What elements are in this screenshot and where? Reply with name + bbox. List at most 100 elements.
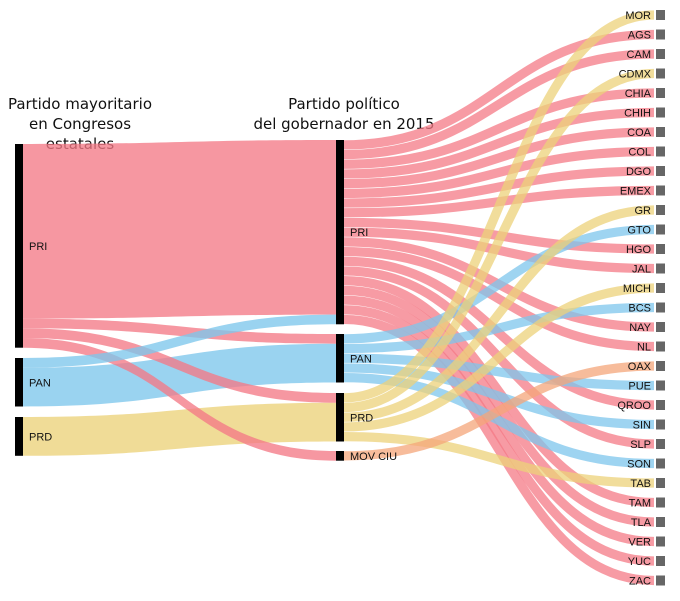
state-node-dgo: [656, 166, 665, 176]
state-node-ags: [656, 29, 665, 40]
state-node-nay: [656, 322, 665, 332]
right-flow-group: [343, 10, 655, 586]
middle-node-pan: [336, 334, 344, 383]
state-node-pue: [656, 380, 665, 391]
state-node-bcs: [656, 302, 665, 313]
flow-pri-to-mov-ciu: [23, 338, 336, 461]
state-node-coa: [656, 127, 665, 137]
state-label-col: COL: [628, 147, 651, 159]
state-label-tam: TAM: [629, 498, 651, 510]
left-node-label-prd: PRD: [29, 431, 52, 443]
state-node-sin: [656, 419, 665, 430]
label-group: PRI PAN PRD PRI PAN PRD MOV CIU MOR AGS CAM CDMX CH…: [29, 10, 652, 588]
state-node-col: [656, 146, 665, 157]
state-label-gr: GR: [635, 205, 652, 217]
left-node-prd: [15, 417, 23, 456]
state-flow-bcs: [343, 302, 655, 354]
state-node-gto: [656, 224, 665, 235]
state-label-gto: GTO: [627, 225, 651, 237]
state-label-jal: JAL: [632, 264, 651, 276]
middle-node-label-pri: PRI: [350, 227, 368, 239]
state-flow-mor: [343, 10, 655, 403]
flow-pri-to-prd: [23, 328, 336, 403]
left-node-label-pan: PAN: [29, 377, 51, 389]
state-label-hgo: HGO: [626, 244, 652, 256]
state-label-nl: NL: [637, 342, 651, 354]
state-node-chih: [656, 107, 665, 118]
state-label-sin: SIN: [633, 420, 651, 432]
state-label-zac: ZAC: [629, 576, 651, 588]
state-flow-gr: [343, 205, 655, 422]
state-flow-col: [343, 146, 655, 198]
state-node-hgo: [656, 244, 665, 254]
state-node-qroo: [656, 400, 665, 410]
state-node-tam: [656, 497, 665, 508]
state-node-gr: [656, 205, 665, 215]
flow-pan-to-pan: [23, 343, 336, 407]
state-flow-gto: [343, 224, 655, 344]
state-node-nl: [656, 341, 665, 352]
state-node-zac: [656, 575, 665, 586]
middle-node-label-mov-ciu: MOV CIU: [350, 451, 397, 463]
flow-pan-to-pri: [23, 314, 336, 368]
state-node-tla: [656, 517, 665, 527]
state-flow-chia: [343, 88, 655, 169]
state-label-cam: CAM: [627, 49, 651, 61]
state-label-coa: COA: [627, 127, 652, 139]
state-node-oax: [656, 361, 665, 371]
state-label-chia: CHIA: [625, 88, 652, 100]
state-node-ver: [656, 536, 665, 547]
middle-node-label-prd: PRD: [350, 412, 373, 424]
middle-node-label-pan: PAN: [350, 353, 372, 365]
middle-title-line2: del gobernador en 2015: [253, 115, 435, 133]
state-flow-oax: [343, 361, 655, 461]
state-node-mor: [656, 10, 665, 20]
state-flow-qroo: [343, 256, 655, 410]
state-label-mich: MICH: [623, 283, 651, 295]
flow-pri-to-pri: [23, 140, 336, 319]
middle-node-prd: [336, 393, 344, 442]
state-label-nay: NAY: [629, 322, 651, 334]
state-label-dgo: DGO: [626, 166, 652, 178]
state-label-slp: SLP: [630, 439, 651, 451]
node-group: [15, 10, 665, 586]
left-node-label-pri: PRI: [29, 241, 47, 253]
state-flow-cam: [343, 49, 655, 160]
middle-node-mov-ciu: [336, 451, 344, 461]
flow-pri-to-pan: [23, 318, 336, 344]
state-label-tab: TAB: [630, 478, 651, 490]
state-flow-mich: [343, 283, 655, 432]
state-node-emex: [656, 185, 665, 196]
state-label-son: SON: [627, 459, 651, 471]
state-node-tab: [656, 478, 665, 488]
state-label-emex: EMEX: [620, 186, 652, 198]
state-flow-dgo: [343, 166, 655, 208]
state-label-mor: MOR: [625, 10, 651, 22]
left-title-line1: Partido mayoritario: [7, 95, 153, 113]
state-label-yuc: YUC: [628, 556, 651, 568]
state-label-cdmx: CDMX: [619, 69, 652, 81]
left-node-pan: [15, 358, 23, 407]
state-flow-nl: [343, 246, 655, 352]
state-node-jal: [656, 263, 665, 274]
state-label-oax: OAX: [628, 361, 652, 373]
state-flow-coa: [343, 127, 655, 189]
state-flow-pue: [343, 353, 655, 391]
state-label-tla: TLA: [631, 517, 652, 529]
state-node-chia: [656, 88, 665, 98]
state-flow-cdmx: [343, 68, 655, 413]
left-node-pri: [15, 144, 23, 348]
state-label-pue: PUE: [628, 381, 651, 393]
state-label-ags: AGS: [628, 30, 651, 42]
state-flow-chih: [343, 107, 655, 179]
middle-title-line1: Partido político: [288, 95, 400, 113]
state-flow-yuc: [343, 305, 655, 566]
state-node-son: [656, 458, 665, 469]
state-flow-tab: [343, 432, 655, 488]
state-node-mich: [656, 283, 665, 293]
state-label-bcs: BCS: [628, 303, 651, 315]
state-node-cam: [656, 49, 665, 59]
state-label-chih: CHIH: [624, 108, 651, 120]
